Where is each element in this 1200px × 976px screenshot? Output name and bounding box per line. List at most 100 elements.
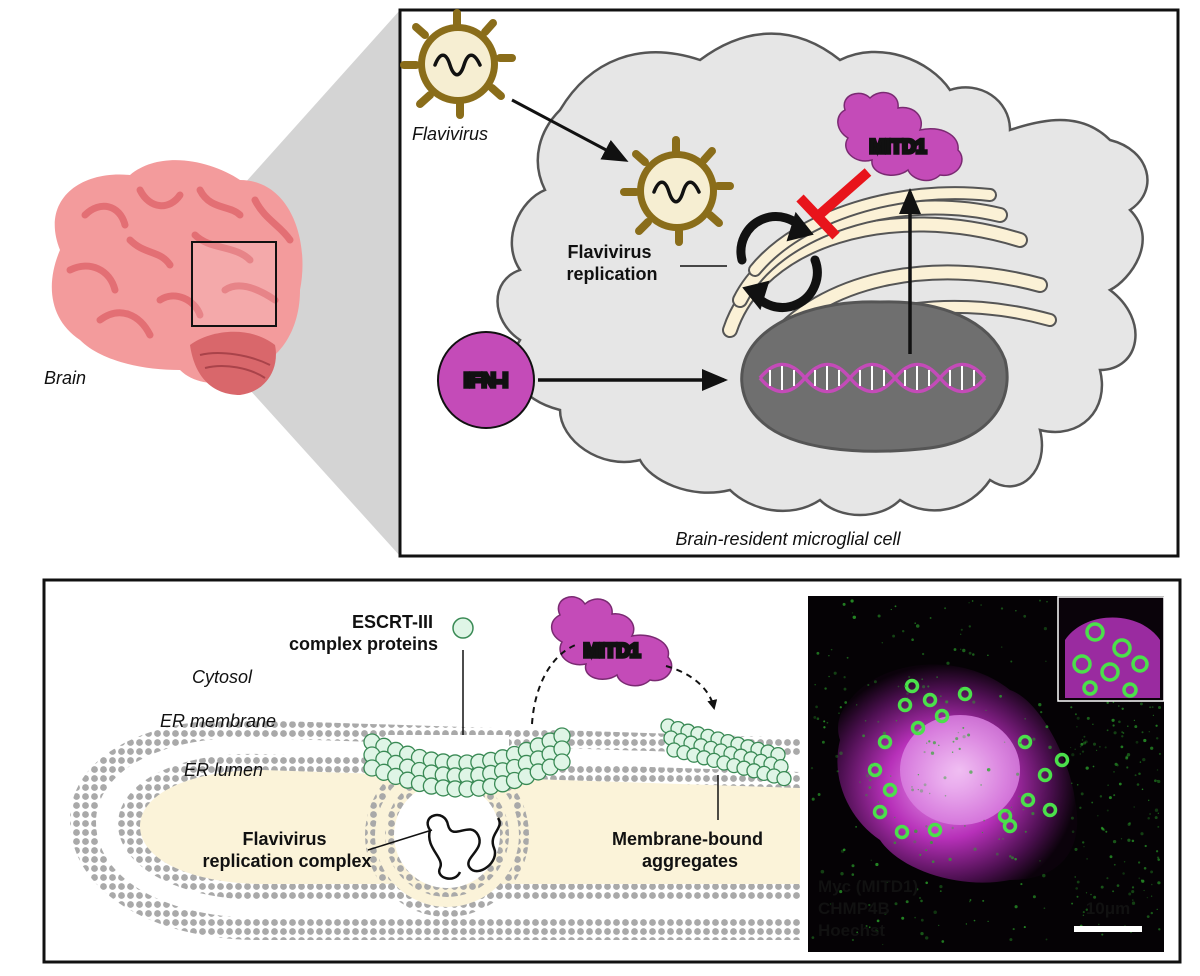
speckle [1090, 893, 1092, 896]
speckle [1142, 757, 1146, 762]
speckle [810, 766, 814, 770]
speckle [1042, 873, 1046, 878]
speckle [815, 705, 818, 709]
speckle [1126, 766, 1129, 769]
speckle [1075, 887, 1079, 890]
speckle [1024, 717, 1027, 720]
speckle [973, 847, 977, 851]
speckle [973, 919, 976, 922]
brain-zoom-box [191, 241, 277, 327]
speckle [926, 742, 928, 744]
svg-text:IFN-I: IFN-I [464, 370, 508, 392]
speckle [925, 936, 929, 940]
speckle [1125, 756, 1129, 760]
speckle [968, 651, 972, 655]
replication-complex-label: Flavivirus replication complex [202, 829, 371, 871]
speckle [906, 692, 909, 695]
speckle [1150, 870, 1154, 874]
speckle [905, 900, 909, 904]
speckle [1155, 724, 1158, 727]
speckle [856, 704, 858, 706]
speckle [868, 903, 871, 907]
speckle [1014, 905, 1018, 909]
speckle [1113, 731, 1117, 735]
speckle [1096, 814, 1099, 817]
speckle [882, 943, 884, 946]
speckle [1143, 738, 1147, 743]
bead [553, 753, 571, 771]
speckle [1023, 614, 1027, 618]
speckle [1155, 737, 1159, 740]
speckle [890, 775, 892, 777]
speckle [919, 789, 924, 793]
speckle [942, 713, 945, 715]
speckle [1032, 737, 1036, 741]
speckle [1076, 895, 1079, 898]
speckle [894, 816, 896, 819]
speckle [929, 617, 932, 619]
speckle [1134, 774, 1137, 777]
speckle [1070, 706, 1073, 709]
speckle [1158, 706, 1161, 709]
speckle [986, 767, 991, 772]
mitd1-dashed-arrow-left [531, 643, 579, 725]
speckle [1133, 719, 1136, 722]
speckle [877, 801, 880, 803]
speckle [1112, 890, 1115, 893]
speckle [876, 930, 879, 933]
speckle [982, 899, 985, 902]
er-membrane-label: ER membrane [160, 711, 276, 731]
speckle [1149, 813, 1152, 815]
speckle [1139, 761, 1142, 763]
speckle [876, 919, 880, 923]
speckle [1144, 844, 1147, 848]
bead [776, 770, 792, 787]
speckle [875, 862, 879, 867]
speckle [1101, 933, 1104, 936]
speckle [839, 890, 843, 894]
speckle [939, 890, 942, 892]
speckle [914, 829, 918, 834]
punctum [997, 808, 1013, 824]
speckle [901, 629, 905, 633]
speckle [867, 683, 870, 687]
speckle [880, 812, 883, 815]
speckle [1113, 863, 1116, 866]
speckle [1126, 753, 1131, 757]
speckle [839, 751, 843, 756]
speckle [1046, 601, 1048, 603]
speckle [1022, 808, 1025, 811]
speckle [824, 687, 827, 690]
speckle [1100, 885, 1104, 889]
speckle [1000, 607, 1004, 610]
speckle [998, 838, 1001, 840]
speckle [1092, 742, 1097, 746]
speckle [1025, 795, 1028, 797]
speckle [917, 774, 920, 776]
speckle [868, 786, 872, 789]
speckle [1020, 883, 1023, 886]
speckle [895, 720, 898, 722]
speckle [1108, 796, 1112, 800]
speckle [927, 685, 930, 688]
flavivirus-particle-inside [620, 136, 734, 246]
punctum [897, 697, 913, 713]
escrt-label: ESCRT-III complex proteins [289, 612, 438, 654]
speckle [1114, 762, 1118, 766]
punctum [1042, 802, 1058, 818]
speckle [987, 920, 989, 923]
speckle [811, 797, 815, 801]
speckle [925, 825, 928, 828]
speckle [1104, 746, 1107, 749]
ifn-badge: IFN-I [437, 331, 535, 429]
speckle [842, 602, 846, 606]
speckle [1150, 911, 1154, 915]
legend-myc: Myc (MITD1) [818, 877, 918, 896]
speckle [918, 896, 922, 900]
speckle [1074, 876, 1076, 878]
speckle [945, 700, 949, 704]
mitd1-label-top: MITD1 [870, 137, 927, 158]
speckle [908, 675, 911, 679]
speckle [911, 786, 913, 788]
mitd1-dashed-arrow-right [665, 665, 718, 710]
